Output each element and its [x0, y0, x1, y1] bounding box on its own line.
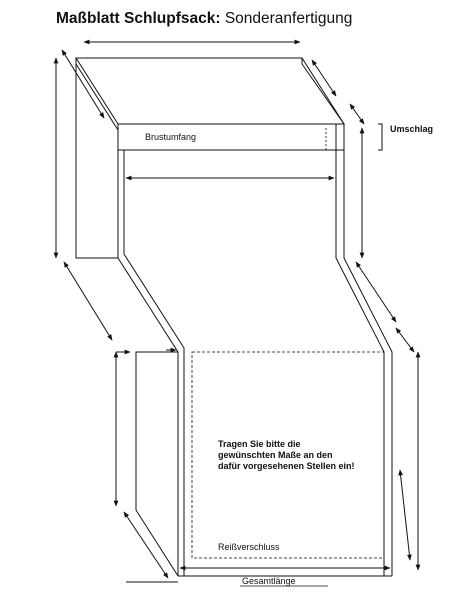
- title-bold: Maßblatt Schlupfsack:: [56, 10, 221, 27]
- instruction-line-3: dafür vorgesehenen Stellen ein!: [218, 461, 355, 471]
- arrow-left-diagonal: [61, 49, 105, 119]
- instruction-line-1: Tragen Sie bitte die: [218, 439, 301, 449]
- arrow-right-lower-diagonal: [395, 327, 415, 353]
- zipper-outline: [191, 351, 385, 559]
- arrow-top-depth: [311, 59, 337, 97]
- arrow-right-mid-diagonal: [355, 261, 397, 323]
- left-side-outer: [75, 58, 118, 259]
- page-title: Maßblatt Schlupfsack: Sonderanfertigung: [56, 10, 352, 28]
- front-right-edge: [335, 124, 385, 576]
- label-brustumfang: Brustumfang: [145, 132, 196, 142]
- sack-outline: [75, 57, 393, 577]
- label-umschlag: Umschlag: [390, 124, 433, 134]
- instruction-line-2: gewünschten Maße an den: [218, 450, 333, 460]
- arrow-upper-right: [349, 103, 365, 125]
- right-top-edge: [301, 58, 345, 125]
- label-gesamtlaenge: Gesamtlänge: [242, 576, 296, 586]
- measurement-arrows: [53, 39, 421, 583]
- label-reissverschluss: Reißverschluss: [218, 542, 280, 552]
- arrow-left-bottom-diagonal: [123, 511, 169, 579]
- top-face: [75, 57, 345, 125]
- arrow-left-mid-diagonal: [63, 261, 113, 341]
- front-left-edge: [117, 124, 179, 576]
- top-left-diagonal: [75, 63, 119, 131]
- title-normal: Sonderanfertigung: [224, 10, 353, 27]
- front-right-edge-outer: [343, 124, 393, 576]
- front-left-inner: [123, 150, 185, 576]
- lower-left-box: [135, 351, 179, 577]
- arrow-right-bottom: [398, 469, 412, 561]
- umschlag-bracket: [378, 123, 383, 151]
